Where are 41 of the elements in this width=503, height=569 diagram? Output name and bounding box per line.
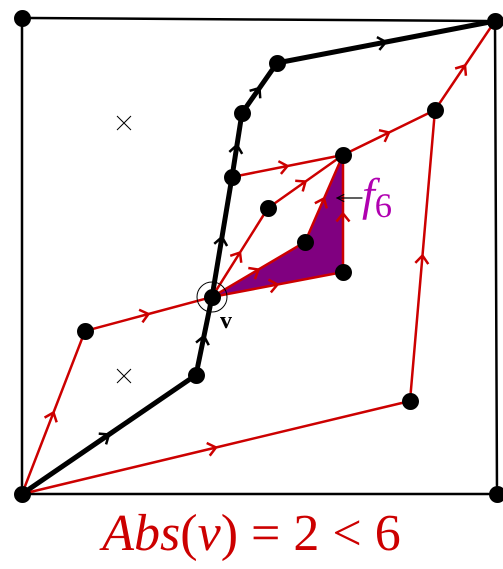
vertex-dot — [402, 392, 418, 410]
arrow — [438, 26, 492, 104]
vertex-dot — [224, 168, 240, 186]
vertex-dot — [268, 54, 286, 72]
vertex-dot — [14, 486, 30, 502]
vertex-dot — [426, 102, 444, 118]
vertex-dot — [234, 104, 250, 122]
vertex-dot — [76, 322, 94, 340]
arrow — [282, 20, 490, 64]
caption: Abs(v) = 2 < 6 — [0, 505, 503, 562]
frame-line — [29, 492, 490, 496]
arrow — [219, 272, 336, 297]
arrow — [26, 377, 192, 492]
arrow — [29, 402, 403, 494]
arrow — [215, 214, 265, 292]
vertex-dot — [188, 366, 204, 384]
arrow — [218, 245, 299, 294]
arrow — [24, 338, 84, 488]
arrow — [228, 118, 244, 172]
vertex-dot — [334, 146, 352, 164]
frame-line — [29, 16, 488, 22]
vertex-dot — [488, 486, 503, 502]
leader-line — [336, 194, 363, 202]
vertex-dot — [486, 12, 503, 30]
arrow — [409, 117, 436, 394]
arrow — [349, 112, 429, 153]
arrow — [244, 67, 275, 109]
arrow — [92, 298, 206, 330]
arrow — [274, 158, 338, 204]
frame-line — [20, 25, 24, 487]
vertex-label: v — [220, 309, 232, 333]
vertex-dot — [260, 200, 276, 216]
arrow — [307, 162, 341, 236]
face-label: f$_{6}$ — [362, 172, 392, 224]
arrow — [210, 182, 234, 292]
frame-line — [494, 28, 498, 487]
vertex-dot — [14, 10, 30, 26]
arrow — [194, 302, 213, 370]
arrow — [239, 155, 336, 177]
arrow — [335, 162, 351, 265]
vertex-dot — [204, 288, 220, 306]
